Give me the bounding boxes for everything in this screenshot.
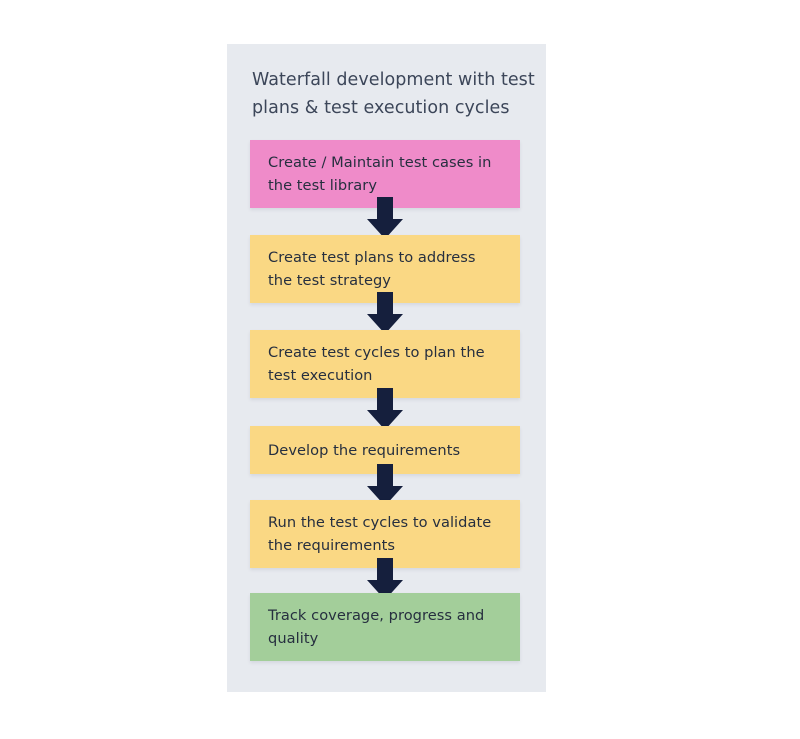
flow-step-3-label: Create test cycles to plan the test exec… — [268, 344, 485, 384]
flow-step-2-label: Create test plans to address the test st… — [268, 249, 476, 289]
flow-step-1-label: Create / Maintain test cases in the test… — [268, 154, 492, 194]
flow-step-4-label: Develop the requirements — [268, 441, 461, 459]
flow-step-3[interactable]: Create test cycles to plan the test exec… — [250, 330, 520, 398]
flow-step-2[interactable]: Create test plans to address the test st… — [250, 235, 520, 303]
arrow-down-icon — [363, 197, 407, 241]
arrow-down-icon — [363, 464, 407, 508]
flow-step-6[interactable]: Track coverage, progress and quality — [250, 593, 520, 661]
flow-step-5-label: Run the test cycles to validate the requ… — [268, 514, 492, 554]
page-title: Waterfall development with test plans & … — [252, 70, 535, 118]
arrow-down-icon — [363, 292, 407, 336]
flow-step-5[interactable]: Run the test cycles to validate the requ… — [250, 500, 520, 568]
arrow-down-icon — [363, 558, 407, 602]
flow-step-6-label: Track coverage, progress and quality — [268, 607, 485, 647]
arrow-down-icon — [363, 388, 407, 432]
flow-step-1[interactable]: Create / Maintain test cases in the test… — [250, 140, 520, 208]
